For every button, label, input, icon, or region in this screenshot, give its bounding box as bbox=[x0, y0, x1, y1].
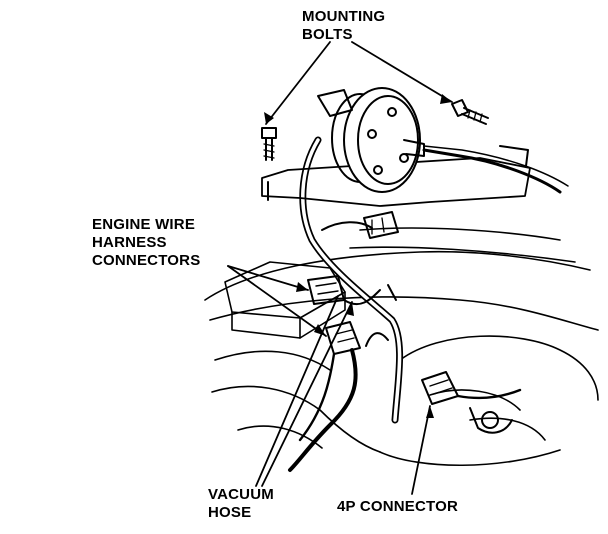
wire-harness-bundle bbox=[288, 332, 389, 472]
vacuum-hose-label-line-2: HOSE bbox=[208, 504, 252, 521]
vacuum-hose-label-line-1: VACUUM bbox=[208, 486, 274, 503]
cruise-actuator bbox=[261, 87, 569, 231]
leader-vacuum-b bbox=[261, 301, 353, 487]
engine-wire-harness-connectors-label: ENGINE WIRE HARNESS CONNECTORS bbox=[92, 216, 200, 270]
vacuum-hose-label: VACUUM HOSE bbox=[208, 486, 274, 522]
mounting-bolts-label-line-1: MOUNTING bbox=[302, 8, 386, 25]
leader-lines bbox=[227, 41, 453, 495]
mounting-bolt-left bbox=[261, 127, 277, 161]
arrowheads bbox=[264, 94, 452, 418]
leader-4p bbox=[411, 405, 431, 495]
harness-label-line-3: CONNECTORS bbox=[92, 252, 201, 269]
leader-harness-lower bbox=[227, 265, 327, 337]
leader-mounting-left bbox=[265, 41, 331, 125]
harness-label-line-1: ENGINE WIRE bbox=[92, 216, 196, 233]
four-p-connector bbox=[421, 371, 522, 434]
mounting-bolt-right bbox=[451, 99, 489, 125]
vacuum-hose bbox=[299, 136, 404, 424]
leader-harness-upper bbox=[227, 265, 309, 291]
leader-vacuum-a bbox=[255, 295, 339, 487]
four-p-connector-label: 4P CONNECTOR bbox=[337, 498, 458, 516]
four-p-connector-label-line-1: 4P CONNECTOR bbox=[337, 498, 459, 515]
mounting-bolts-label-line-2: BOLTS bbox=[302, 26, 353, 43]
mounting-bolts-label: MOUNTING BOLTS bbox=[302, 8, 385, 44]
harness-label-line-2: HARNESS bbox=[92, 234, 167, 251]
leader-mounting-right bbox=[351, 41, 453, 103]
